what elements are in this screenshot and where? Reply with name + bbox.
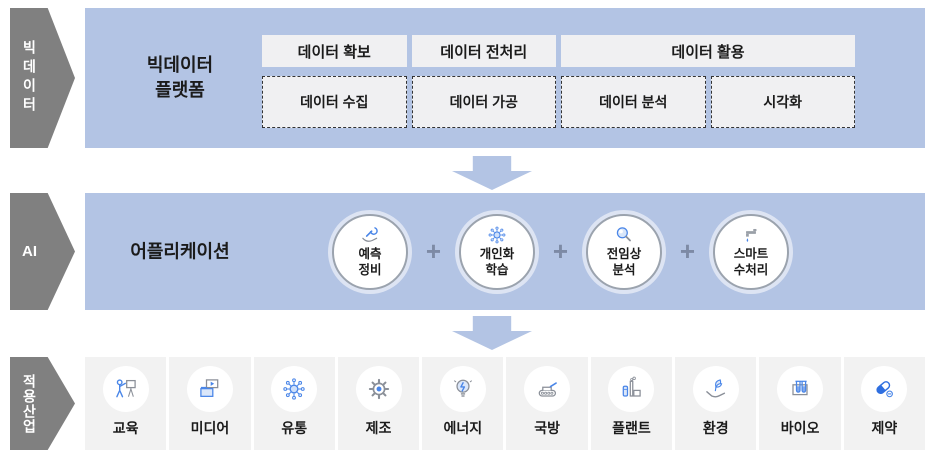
app-label: 개인화 학습 — [479, 247, 515, 277]
side-label-bigdata-text: 빅데이터 — [21, 40, 38, 116]
app-label: 예측 정비 — [358, 247, 382, 277]
industry-label: 환경 — [702, 420, 729, 436]
side-label-ai-text: AI — [22, 243, 37, 260]
faucet-drop-icon — [746, 229, 757, 243]
media-film-folder-icon — [200, 379, 219, 397]
app-predictive-maintenance: 예측 정비 — [332, 213, 408, 290]
pipeline-step-analyze: 데이터 분석 — [561, 76, 706, 128]
bigdata-pipeline: 데이터 확보 데이터 전처리 데이터 활용 데이터 수집 데이터 가공 데이터 … — [262, 35, 855, 128]
industry-label: 플랜트 — [612, 420, 651, 436]
industry-label: 교육 — [112, 420, 139, 436]
ai-panel-title: 어플리케이션 — [130, 240, 230, 261]
side-label-industries: 적용산업 — [10, 357, 75, 450]
down-arrow-icon — [452, 316, 532, 350]
industry-education: 교육 — [85, 357, 167, 450]
industry-environment: 환경 — [675, 357, 757, 450]
industry-defense: 국방 — [506, 357, 588, 450]
app-smart-water-treatment: 스마트 수처리 — [713, 213, 789, 290]
industry-pharma: 제약 — [843, 357, 925, 450]
wrench-hand-icon — [362, 227, 378, 243]
test-tubes-icon — [792, 380, 808, 396]
pipeline-step-collect: 데이터 수집 — [262, 76, 407, 128]
distribution-network-icon — [283, 378, 305, 400]
app-label: 전임상 분석 — [606, 247, 642, 277]
factory-icon — [623, 376, 642, 397]
side-label-bigdata: 빅데이터 — [10, 8, 75, 148]
pipeline-header-utilize: 데이터 활용 — [561, 35, 855, 67]
industry-label: 바이오 — [780, 420, 820, 436]
industry-plant: 플랜트 — [590, 357, 673, 450]
ai-apps-row: 예측 정비 + 개인화 학습 — [332, 213, 789, 290]
ai-application-panel: 어플리케이션 예측 정비 + — [85, 193, 925, 310]
bigdata-platform-panel: 빅데이터 플랫폼 데이터 확보 데이터 전처리 데이터 활용 데이터 수집 데이… — [85, 8, 925, 148]
lightbulb-icon — [453, 379, 472, 397]
plus-separator: + — [679, 236, 696, 266]
pipeline-header-acquire: 데이터 확보 — [262, 35, 407, 67]
industry-label: 제조 — [365, 420, 392, 436]
gear-icon — [368, 378, 389, 400]
industry-distribution: 유통 — [253, 357, 335, 450]
plus-separator: + — [552, 236, 569, 266]
industry-label: 제약 — [871, 420, 898, 436]
industry-label: 유통 — [281, 420, 308, 436]
industry-bio: 바이오 — [759, 357, 841, 450]
industry-label: 미디어 — [190, 420, 230, 436]
app-label: 스마트 수처리 — [733, 247, 769, 277]
industry-energy: 에너지 — [422, 357, 504, 450]
industries-strip: 교육 미디어 — [85, 357, 925, 450]
industry-label: 국방 — [534, 420, 561, 436]
app-personalized-learning: 개인화 학습 — [459, 213, 535, 290]
pipeline-step-process: 데이터 가공 — [411, 76, 556, 128]
industry-media: 미디어 — [169, 357, 251, 450]
hand-sprout-icon — [705, 379, 725, 398]
app-preclinical-analysis: 전임상 분석 — [586, 213, 662, 290]
pill-capsule-icon — [876, 381, 894, 398]
industry-label: 에너지 — [443, 420, 483, 436]
industry-manufacturing: 제조 — [337, 357, 420, 450]
network-nodes-icon — [488, 226, 506, 244]
tank-icon — [538, 382, 557, 397]
side-label-ai: AI — [10, 193, 75, 310]
education-presenter-icon — [115, 379, 136, 398]
pipeline-header-preprocess: 데이터 전처리 — [411, 35, 556, 67]
bigdata-panel-title: 빅데이터 플랫폼 — [146, 54, 214, 100]
plus-separator: + — [425, 236, 442, 266]
pipeline-step-visualize: 시각화 — [710, 76, 855, 128]
side-label-industries-text: 적용산업 — [21, 373, 38, 434]
magnifier-icon — [616, 227, 631, 242]
down-arrow-icon — [452, 156, 532, 190]
